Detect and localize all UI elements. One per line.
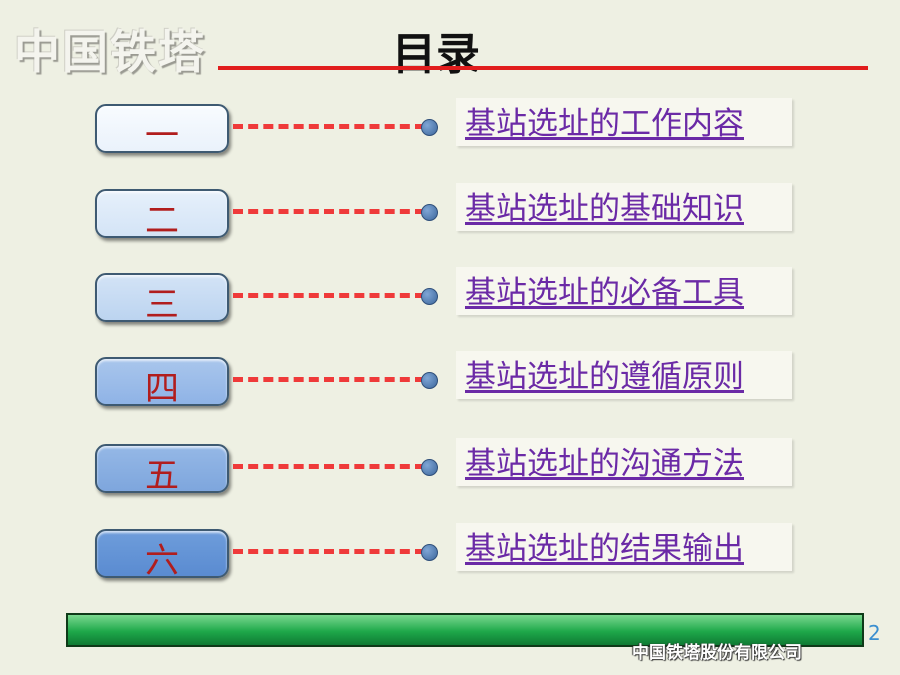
toc-row-1: 一 基站选址的工作内容: [0, 98, 900, 164]
page-title: 目录: [392, 29, 480, 80]
toc-row-2: 二 基站选址的基础知识: [0, 183, 900, 249]
toc-number-button-4[interactable]: 四: [95, 357, 229, 409]
toc-row-4: 四 基站选址的遵循原则: [0, 351, 900, 417]
toc-number-button-2[interactable]: 二: [95, 189, 229, 241]
toc-link-4[interactable]: 基站选址的遵循原则: [465, 359, 744, 395]
dashed-connector: [233, 549, 425, 554]
connector-dot-icon: [421, 119, 438, 136]
footer-bar: [66, 613, 864, 647]
footer-company-name: 中国铁塔股份有限公司: [632, 643, 802, 663]
connector-dot-icon: [421, 204, 438, 221]
toc-item-box: [456, 267, 792, 315]
toc-item-box: [456, 523, 792, 571]
toc-link-5[interactable]: 基站选址的沟通方法: [465, 446, 744, 482]
connector-dot-icon: [421, 544, 438, 561]
toc-row-6: 六 基站选址的结果输出: [0, 523, 900, 589]
toc-row-3: 三 基站选址的必备工具: [0, 267, 900, 333]
connector-dot-icon: [421, 459, 438, 476]
toc-link-1[interactable]: 基站选址的工作内容: [465, 106, 744, 142]
toc-item-box: [456, 183, 792, 231]
page-number: 2: [868, 621, 881, 645]
toc-number-button-5[interactable]: 五: [95, 444, 229, 496]
connector-dot-icon: [421, 372, 438, 389]
toc-number-button-1[interactable]: 一: [95, 104, 229, 156]
dashed-connector: [233, 377, 425, 382]
dashed-connector: [233, 293, 425, 298]
dashed-connector: [233, 209, 425, 214]
toc-item-box: [456, 351, 792, 399]
dashed-connector: [233, 464, 425, 469]
connector-dot-icon: [421, 288, 438, 305]
toc-link-3[interactable]: 基站选址的必备工具: [465, 275, 744, 311]
toc-number-button-3[interactable]: 三: [95, 273, 229, 325]
toc-item-box: [456, 98, 792, 146]
toc-row-5: 五 基站选址的沟通方法: [0, 438, 900, 504]
toc-link-2[interactable]: 基站选址的基础知识: [465, 191, 744, 227]
title-underline: [218, 66, 868, 70]
dashed-connector: [233, 124, 425, 129]
toc-link-6[interactable]: 基站选址的结果输出: [465, 531, 744, 567]
toc-item-box: [456, 438, 792, 486]
brand-logo-text: 中国铁塔: [14, 25, 206, 79]
toc-number-button-6[interactable]: 六: [95, 529, 229, 581]
